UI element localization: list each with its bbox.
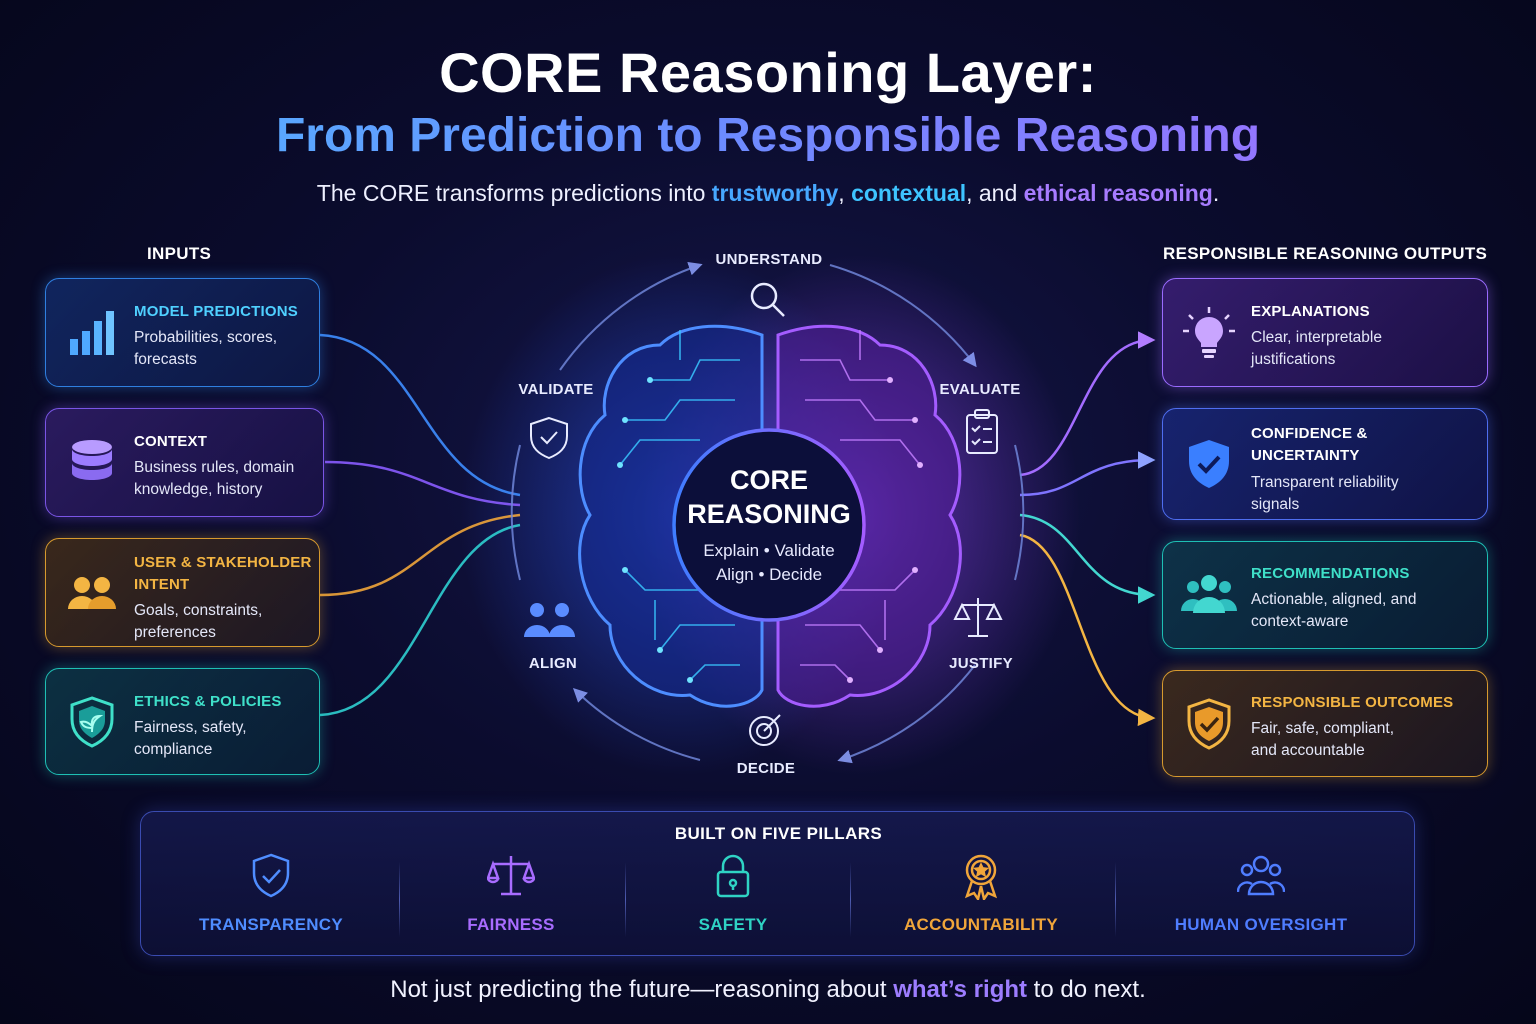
connector-outcomes <box>1019 533 1156 727</box>
input-card-intent: USER & STAKEHOLDER INTENT Goals, constra… <box>45 538 320 647</box>
card-title-line2: INTENT <box>134 576 190 593</box>
connector-confidence <box>1019 451 1156 497</box>
shield-check-icon <box>252 853 290 898</box>
pillars-heading: BUILT ON FIVE PILLARS <box>674 824 883 843</box>
card-title-line1: USER & STAKEHOLDER <box>134 554 312 571</box>
card-desc-line2: compliance <box>134 741 213 758</box>
shield-check-icon <box>1189 440 1229 488</box>
card-title: RESPONSIBLE OUTCOMES <box>1251 694 1454 711</box>
target-icon <box>749 714 781 746</box>
magnifier-icon <box>750 282 785 317</box>
input-card-model-predictions: MODEL PREDICTIONS Probabilities, scores,… <box>45 278 320 387</box>
card-desc-line1: Actionable, aligned, and <box>1251 591 1417 608</box>
page-subtitle: From Prediction to Responsible Reasoning <box>0 108 1536 163</box>
card-title: ETHICS & POLICIES <box>134 693 282 710</box>
tagline: The CORE transforms predictions into tru… <box>316 180 1220 206</box>
lock-icon <box>716 854 750 898</box>
page-title: CORE Reasoning Layer: <box>439 41 1097 104</box>
card-desc-line2: and accountable <box>1251 742 1365 759</box>
pillar-human-oversight: HUMAN OVERSIGHT <box>1161 852 1361 947</box>
connector-recommendations <box>1019 513 1156 604</box>
cycle-arcs <box>510 261 1025 764</box>
card-desc-line2: forecasts <box>134 351 197 368</box>
bar-chart-icon <box>70 310 114 355</box>
validate-shield-icon <box>530 416 568 460</box>
shield-leaf-icon <box>70 695 114 748</box>
pillar-label: ACCOUNTABILITY <box>903 915 1059 934</box>
output-card-confidence: CONFIDENCE & UNCERTAINTY Transparent rel… <box>1162 408 1488 520</box>
card-title: CONTEXT <box>134 433 208 450</box>
input-card-context: CONTEXT Business rules, domain knowledge… <box>45 408 324 517</box>
output-card-explanations: EXPLANATIONS Clear, interpretable justif… <box>1162 278 1488 387</box>
card-title: RECOMMENDATIONS <box>1251 565 1410 582</box>
card-title: MODEL PREDICTIONS <box>134 303 298 320</box>
card-desc-line1: Probabilities, scores, <box>134 329 278 346</box>
core-sub-line2: Align • Decide <box>715 565 823 584</box>
award-icon <box>964 854 998 900</box>
output-card-outcomes: RESPONSIBLE OUTCOMES Fair, safe, complia… <box>1162 670 1488 777</box>
card-desc-line1: Business rules, domain <box>134 459 295 476</box>
card-title-line1: CONFIDENCE & <box>1251 425 1368 442</box>
card-desc-line1: Transparent reliability <box>1251 474 1399 491</box>
connector-explanations <box>1019 331 1156 477</box>
connector-intent <box>319 513 521 597</box>
outputs-heading: RESPONSIBLE REASONING OUTPUTS <box>1163 244 1488 263</box>
card-desc-line2: knowledge, history <box>134 481 263 498</box>
step-evaluate: EVALUATE <box>939 381 1021 398</box>
card-title: EXPLANATIONS <box>1251 303 1370 320</box>
inputs-heading: INPUTS <box>147 244 212 263</box>
core-title-line2: REASONING <box>687 499 851 529</box>
clipboard-icon <box>966 409 998 454</box>
scales-icon <box>487 856 535 896</box>
connector-ethics <box>319 523 521 717</box>
shield-check-amber-icon <box>1187 697 1231 750</box>
brain-left-hemisphere <box>578 324 764 708</box>
card-desc-line1: Fair, safe, compliant, <box>1251 720 1395 737</box>
pillar-label: HUMAN OVERSIGHT <box>1174 915 1348 934</box>
align-users-icon <box>524 603 575 637</box>
step-align: ALIGN <box>528 655 578 672</box>
group-icon <box>1181 575 1237 613</box>
card-desc-line2: signals <box>1251 496 1300 513</box>
step-validate: VALIDATE <box>518 381 594 398</box>
pillar-safety: SAFETY <box>653 852 813 947</box>
connector-model-predictions <box>319 333 521 497</box>
brain-right-hemisphere <box>776 324 962 708</box>
lightbulb-icon <box>1183 306 1235 358</box>
people-icon <box>1237 855 1285 896</box>
core-circle <box>672 428 866 622</box>
database-icon <box>72 439 112 480</box>
core-sub-line1: Explain • Validate <box>703 541 835 560</box>
core-title-line1: CORE <box>729 465 808 495</box>
card-desc-line1: Clear, interpretable <box>1251 329 1382 346</box>
card-desc-line1: Goals, constraints, <box>134 602 263 619</box>
step-justify: JUSTIFY <box>949 655 1013 672</box>
connector-context <box>324 460 521 507</box>
pillar-transparency: TRANSPARENCY <box>181 852 361 947</box>
scales-icon <box>953 598 1003 637</box>
output-card-recommendations: RECOMMENDATIONS Actionable, aligned, and… <box>1162 541 1488 649</box>
card-desc-line1: Fairness, safety, <box>134 719 247 736</box>
pillars-panel: BUILT ON FIVE PILLARS TRANSPARENCY FAIRN… <box>140 811 1415 956</box>
card-desc-line2: context-aware <box>1251 613 1349 630</box>
pillar-label: SAFETY <box>698 915 768 934</box>
pillar-label: FAIRNESS <box>467 915 555 934</box>
pillar-label: TRANSPARENCY <box>198 915 344 934</box>
users-icon <box>68 576 116 609</box>
footer-tagline: Not just predicting the future—reasoning… <box>390 976 1146 1003</box>
card-desc-line2: justifications <box>1251 351 1336 368</box>
step-understand: UNDERSTAND <box>715 251 823 268</box>
pillar-fairness: FAIRNESS <box>431 852 591 947</box>
input-card-ethics: ETHICS & POLICIES Fairness, safety, comp… <box>45 668 320 775</box>
card-desc-line2: preferences <box>134 624 216 641</box>
pillar-accountability: ACCOUNTABILITY <box>881 852 1081 947</box>
step-decide: DECIDE <box>736 760 796 777</box>
card-title-line2: UNCERTAINTY <box>1251 447 1360 464</box>
